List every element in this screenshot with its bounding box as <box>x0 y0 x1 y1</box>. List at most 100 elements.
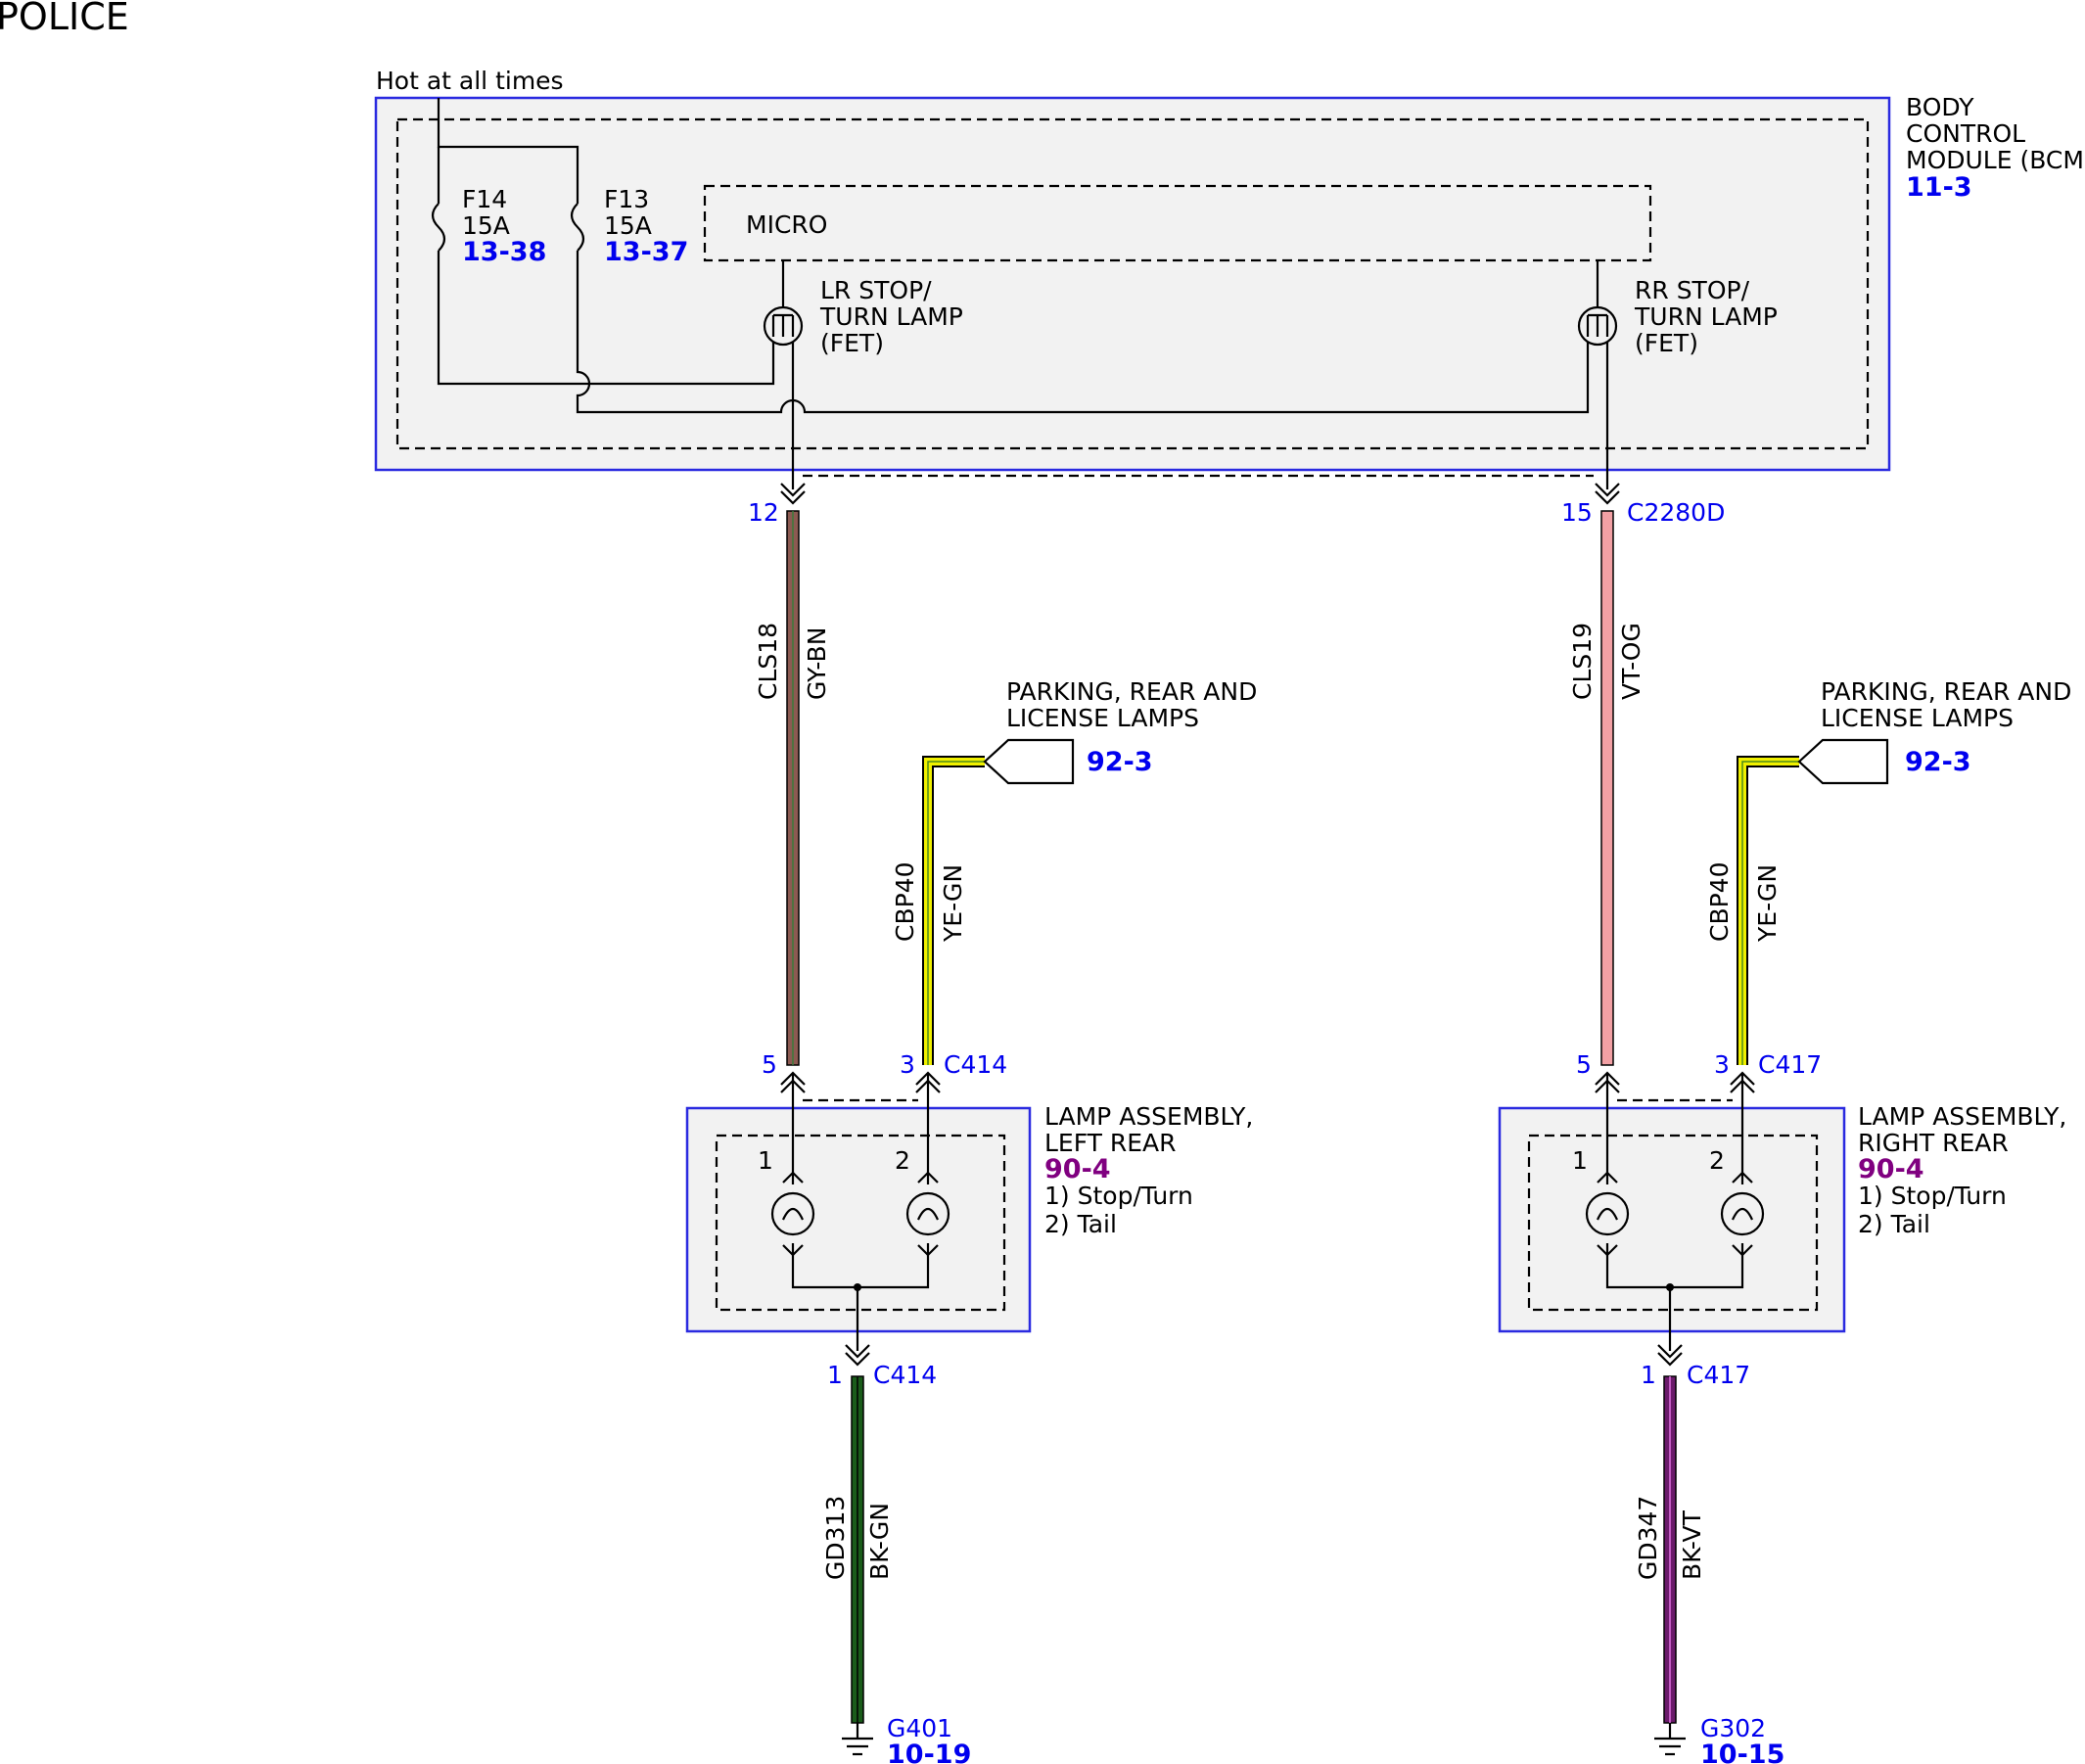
c414-pin5: 5 <box>762 1050 777 1079</box>
bulb-right-2-label: 2 <box>1709 1146 1725 1175</box>
wire-gd313-circuit: GD313 <box>821 1496 850 1580</box>
c414-pin1-icon <box>845 1344 870 1367</box>
wire-cbp40-right-color: YE-GN <box>1753 864 1782 943</box>
offpage-right-ref-link[interactable]: 92-3 <box>1905 747 1971 777</box>
wire-cbp40-left <box>922 756 985 1065</box>
f14-to-lr-fet-wire <box>437 251 775 386</box>
bulb-left-2-label: 2 <box>895 1146 910 1175</box>
lamp-right-label-line1: LAMP ASSEMBLY, <box>1858 1102 2066 1131</box>
fuse-f14-ref-link[interactable]: 13-38 <box>462 237 546 267</box>
bcm-inner-box <box>395 117 1870 450</box>
c417-ground-connector-label: C417 <box>1687 1361 1750 1389</box>
offpage-left-connector-icon <box>983 738 1075 785</box>
fuse-f13-ref-link[interactable]: 13-37 <box>604 237 688 267</box>
page-title: POLICE <box>0 0 129 38</box>
bcm-internal-wiring <box>431 98 1609 489</box>
wire-cbp40-right-circuit: CBP40 <box>1705 862 1734 943</box>
ground-left-id: G401 <box>887 1714 952 1742</box>
bcm-name-line2: CONTROL <box>1906 119 2025 148</box>
wire-cls19-circuit: CLS19 <box>1568 623 1597 700</box>
bcm-name-line1: BODY <box>1906 93 1974 121</box>
c414-ground-connector-label: C414 <box>873 1361 937 1389</box>
c2280d-pin15-icon <box>1595 483 1620 505</box>
wire-cls18 <box>786 510 800 1066</box>
feed-wire <box>437 98 579 204</box>
wire-cls19 <box>1600 510 1614 1066</box>
bcm-name-line3: MODULE (BCM) <box>1906 146 2085 174</box>
micro-box <box>703 184 1652 262</box>
rr-fet-label-line3: (FET) <box>1635 329 1698 357</box>
c414-pin3: 3 <box>900 1050 915 1079</box>
bulb-left-tail-icon <box>905 1171 950 1257</box>
lr-fet-label-line1: LR STOP/ <box>820 276 932 304</box>
c417-pin5: 5 <box>1576 1050 1592 1079</box>
fuse-f14-id: F14 <box>462 185 507 213</box>
bcm-outer-box <box>374 96 1891 472</box>
offpage-right-connector-icon <box>1797 738 1889 785</box>
wire-gd347 <box>1663 1375 1677 1724</box>
lr-fet-icon <box>763 305 804 347</box>
rr-fet-icon <box>1577 305 1618 347</box>
c2280d-pin15: 15 <box>1561 498 1593 527</box>
wire-gd347-color: BK-VT <box>1678 1509 1706 1580</box>
lamp-right-ref-link[interactable]: 90-4 <box>1858 1154 1924 1184</box>
rr-fet-label-line1: RR STOP/ <box>1635 276 1750 304</box>
wire-gd347-circuit: GD347 <box>1634 1496 1662 1580</box>
lr-fet-label-line3: (FET) <box>820 329 884 357</box>
c414-connector <box>780 1071 941 1102</box>
bulb-right-1-label: 1 <box>1572 1146 1588 1175</box>
lamp-left-ref-link[interactable]: 90-4 <box>1044 1154 1111 1184</box>
c417-connector <box>1595 1071 1755 1102</box>
c2280d-pin12: 12 <box>748 498 779 527</box>
rr-fet-label-line2: TURN LAMP <box>1634 302 1778 331</box>
fuse-f13-icon <box>570 203 585 252</box>
f13-to-rr-fet-wire <box>576 251 1590 414</box>
bulb-right-tail-icon <box>1720 1171 1765 1257</box>
bcm-ref-link[interactable]: 11-3 <box>1906 172 1972 203</box>
lamp-right-legend1: 1) Stop/Turn <box>1858 1182 2007 1210</box>
c414-connector-label: C414 <box>944 1050 1007 1079</box>
ground-right-icon <box>1654 1723 1686 1756</box>
lr-fet-label-line2: TURN LAMP <box>819 302 963 331</box>
bulb-right-stop-icon <box>1585 1171 1630 1257</box>
c417-pin1: 1 <box>1641 1361 1656 1389</box>
power-note: Hot at all times <box>376 67 564 95</box>
wire-cls19-color: VT-OG <box>1617 623 1645 700</box>
offpage-left-ref-link[interactable]: 92-3 <box>1087 747 1153 777</box>
micro-label: MICRO <box>746 210 827 239</box>
lamp-right-rear <box>1498 1073 1846 1351</box>
lamp-left-label-line1: LAMP ASSEMBLY, <box>1044 1102 1253 1131</box>
bulb-left-stop-icon <box>770 1171 815 1257</box>
c414-pin1: 1 <box>827 1361 843 1389</box>
c2280d-connector <box>780 474 1620 505</box>
lamp-left-rear <box>685 1073 1032 1351</box>
c417-pin3: 3 <box>1714 1050 1730 1079</box>
wire-cbp40-left-color: YE-GN <box>939 864 967 943</box>
bulb-left-1-label: 1 <box>758 1146 773 1175</box>
c2280d-connector-label: C2280D <box>1627 498 1725 527</box>
wire-gd313-color: BK-GN <box>865 1503 894 1580</box>
fuse-f14-icon <box>431 203 446 252</box>
lamp-left-legend1: 1) Stop/Turn <box>1044 1182 1193 1210</box>
bcm-module: MICRO <box>374 96 1891 472</box>
lamp-right-label-line2: RIGHT REAR <box>1858 1129 2009 1157</box>
ground-left-icon <box>842 1723 873 1756</box>
wire-cls18-circuit: CLS18 <box>754 623 782 700</box>
lamp-left-legend2: 2) Tail <box>1044 1210 1117 1238</box>
wire-cbp40-right <box>1737 756 1799 1065</box>
wire-cbp40-left-circuit: CBP40 <box>891 862 919 943</box>
offpage-right-line1: PARKING, REAR AND <box>1821 677 2071 706</box>
wire-gd313 <box>851 1375 864 1724</box>
c417-connector-label: C417 <box>1758 1050 1822 1079</box>
c417-pin1-icon <box>1657 1344 1683 1367</box>
ground-left-ref-link[interactable]: 10-19 <box>887 1740 971 1764</box>
c2280d-pin12-icon <box>780 483 806 505</box>
fuse-f13-rating: 15A <box>604 211 652 240</box>
offpage-left-line1: PARKING, REAR AND <box>1006 677 1257 706</box>
ground-right-ref-link[interactable]: 10-15 <box>1700 1740 1784 1764</box>
fuse-f14-rating: 15A <box>462 211 510 240</box>
ground-right-id: G302 <box>1700 1714 1766 1742</box>
offpage-right-line2: LICENSE LAMPS <box>1821 704 2014 732</box>
lamp-right-legend2: 2) Tail <box>1858 1210 1930 1238</box>
